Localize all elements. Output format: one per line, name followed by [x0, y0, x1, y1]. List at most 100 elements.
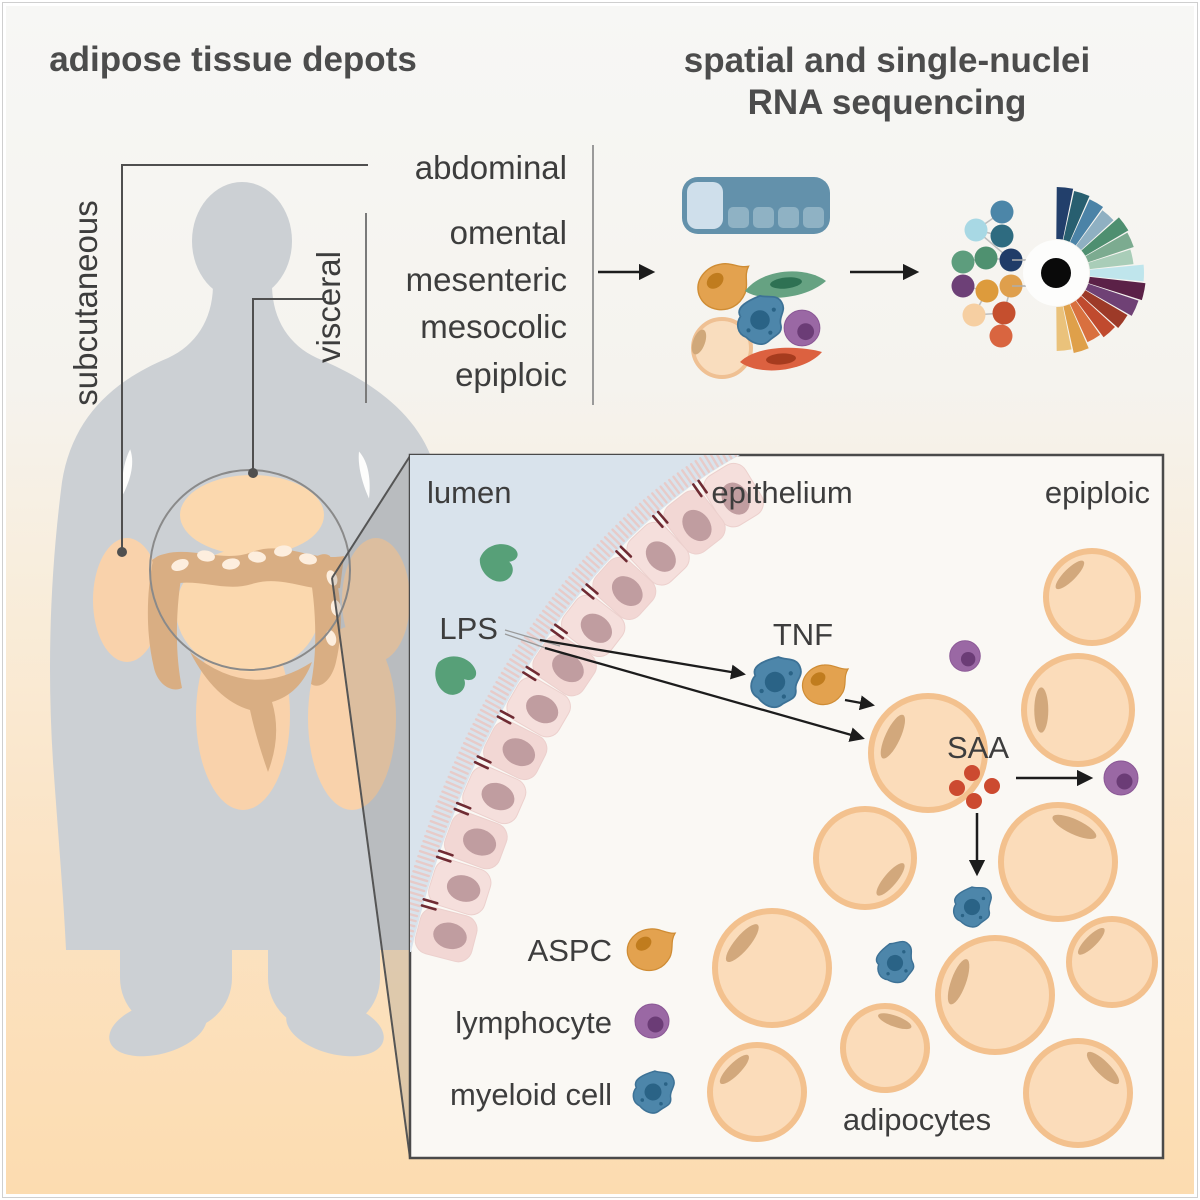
tight-junction-mark [697, 479, 708, 494]
saa-dots [949, 765, 1000, 809]
villi-line [418, 849, 437, 858]
villi-line [420, 844, 439, 853]
zoom-callout-cone [332, 456, 410, 1158]
villi-line [517, 644, 534, 656]
villi-line [412, 870, 430, 878]
villi-line [506, 662, 523, 674]
villi-line [410, 902, 421, 908]
zoom-callout-line-bottom [331, 577, 411, 1159]
villi-line [600, 539, 615, 554]
network-node [964, 218, 988, 242]
adipocyte-nucleus [1034, 687, 1049, 733]
villi-line [715, 455, 724, 465]
ascending-colon [147, 554, 184, 690]
villi-line [634, 506, 648, 521]
villi-line [554, 592, 570, 605]
fan-wedge [1063, 190, 1090, 242]
body-right-leg [268, 780, 380, 1030]
label-epiploic: epiploic [455, 356, 567, 393]
visceral-fat-upper [180, 475, 324, 555]
subcutaneous-fat-left-hip [93, 538, 161, 662]
villi-line [415, 859, 434, 868]
villi-line [410, 923, 416, 928]
title-sequencing-line1: spatial and single-nuclei [684, 41, 1090, 80]
label-visceral: visceral [310, 251, 347, 363]
body-right-foot [286, 999, 384, 1057]
villi-line [503, 667, 520, 678]
villi-line [535, 618, 552, 630]
villi-line [445, 780, 463, 790]
villi-line [568, 575, 583, 589]
epithelial-nucleus [481, 782, 515, 811]
villi-line [410, 891, 424, 898]
epiploic-adipocytes [707, 548, 1158, 1148]
adipocyte [1023, 1038, 1133, 1148]
villi-line [410, 912, 419, 918]
saa-dot [949, 780, 965, 796]
cluster-network [951, 200, 1023, 348]
elbow-crease-right [358, 451, 370, 499]
epithelial-nucleus [502, 738, 536, 767]
adipocyte-nucleus [1086, 1051, 1120, 1085]
villi-line [443, 785, 461, 795]
network-node [975, 279, 999, 303]
villi-line [681, 469, 693, 485]
tight-junction-mark [615, 550, 628, 563]
villi-line [435, 805, 453, 814]
tight-junction-mark [420, 904, 437, 911]
fan-wedge [1076, 210, 1114, 251]
network-node [990, 200, 1014, 224]
visium-chip-icon [682, 177, 830, 234]
villi-line [596, 543, 611, 558]
body-left-foot [109, 999, 207, 1057]
fan-wedge [1070, 199, 1104, 246]
visceral-leader-line [252, 298, 326, 470]
fan-wedge [1070, 300, 1101, 343]
villi-line [413, 864, 432, 873]
villi-line [646, 495, 660, 511]
villi-line [451, 765, 469, 775]
legend-label-myeloid: myeloid cell [450, 1077, 612, 1112]
body-left-leg [120, 780, 232, 1030]
tight-junction-mark [525, 665, 540, 676]
fan-wedge [1056, 306, 1072, 351]
villi-line [500, 671, 517, 683]
epithelium-band [410, 455, 764, 963]
villi-line [728, 455, 733, 460]
villi-line [551, 596, 567, 609]
tight-junction-mark [473, 760, 490, 770]
elbow-crease-left [121, 449, 133, 497]
adipocyte-nucleus [947, 959, 970, 1005]
villi-line [474, 718, 492, 728]
lymphocyte-cell [1103, 760, 1139, 796]
arrow-lps-to-adipocyte [544, 646, 865, 742]
fan-wedge [1085, 283, 1139, 316]
villi-line [698, 457, 711, 473]
label-saa: SAA [947, 730, 1009, 765]
legend-label-lymphocyte: lymphocyte [455, 1005, 612, 1040]
adipocyte [1043, 548, 1141, 646]
villi-line [425, 829, 444, 838]
villi-line [458, 751, 476, 761]
fan-wedge [1063, 304, 1089, 354]
network-node [951, 250, 975, 274]
villi-line [638, 502, 652, 518]
tight-junction-mark [455, 801, 472, 810]
tight-junction-mark [435, 855, 452, 863]
villi-line [651, 492, 664, 507]
saa-dot [964, 765, 980, 781]
fan-wedge [1076, 295, 1115, 338]
villi-line [694, 459, 706, 476]
villi-line [571, 571, 587, 585]
villi-line [498, 676, 515, 687]
fan-wedge [1056, 187, 1074, 240]
tight-junction-mark [422, 898, 439, 905]
label-subcutaneous: subcutaneous [67, 200, 104, 406]
saa-dot [984, 778, 1000, 794]
label-adipocytes: adipocytes [843, 1102, 991, 1137]
adipocyte-nucleus [691, 329, 707, 355]
cluster-fan [1056, 187, 1146, 354]
tight-junction-mark [692, 483, 703, 498]
adipocyte-nucleus [880, 714, 906, 759]
tight-junction-mark [581, 588, 595, 600]
